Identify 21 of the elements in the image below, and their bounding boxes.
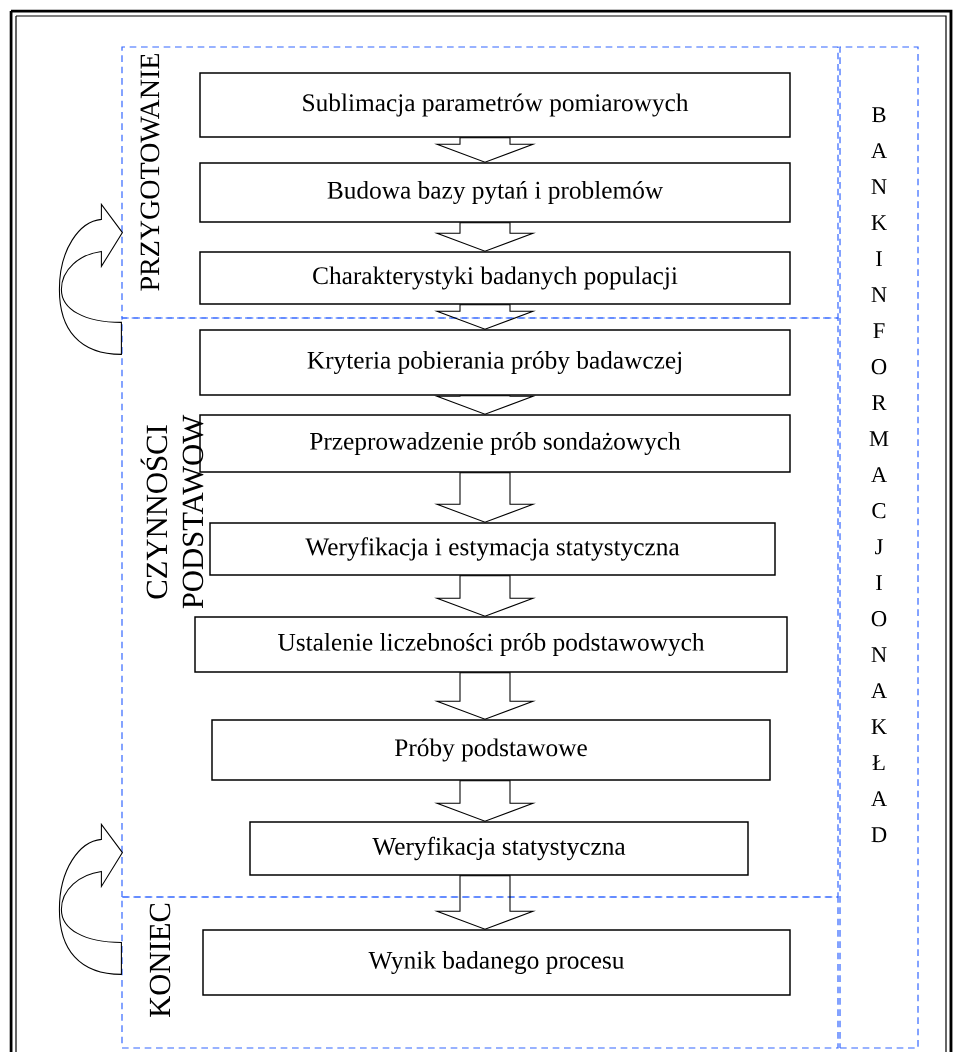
curved-block-arrow	[58, 203, 123, 355]
block-arrow	[434, 875, 536, 930]
process-box: Ustalenie liczebności prób podstawowych	[194, 616, 788, 673]
process-box: Budowa bazy pytań i problemów	[199, 162, 791, 223]
dashed-side-box: BANK INFORMACJI O NAKŁAD	[839, 46, 919, 1049]
curved-block-arrow	[58, 823, 123, 975]
process-box: Kryteria pobierania próby badawczej	[199, 329, 791, 396]
block-arrow	[434, 575, 536, 617]
process-box: Próby podstawowe	[211, 719, 771, 781]
process-box: Sublimacja parametrów pomiarowych	[199, 72, 791, 138]
block-arrow	[434, 137, 536, 163]
process-box: Wynik badanego procesu	[202, 929, 791, 996]
block-arrow	[434, 780, 536, 822]
process-box: Weryfikacja i estymacja statystyczna	[209, 522, 776, 576]
process-box: Charakterystyki badanych populacji	[199, 251, 791, 305]
block-arrow	[434, 222, 536, 252]
block-arrow	[434, 472, 536, 523]
process-box: Weryfikacja statystyczna	[249, 821, 749, 876]
block-arrow	[434, 395, 536, 415]
block-arrow	[434, 672, 536, 720]
block-arrow	[434, 304, 536, 330]
